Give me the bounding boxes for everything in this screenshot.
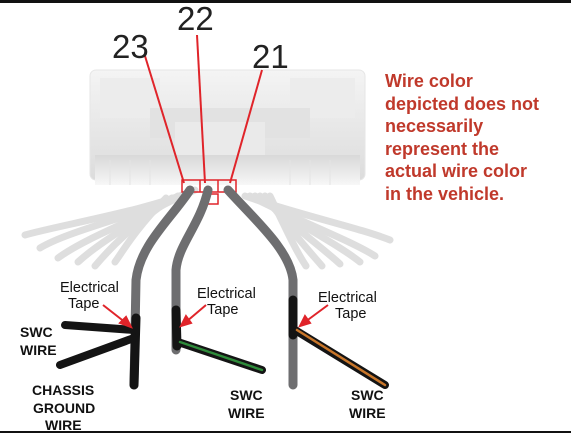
tape-label-left: Electrical Tape <box>60 280 119 312</box>
svg-text:WIRE: WIRE <box>45 417 82 433</box>
note-line: necessarily <box>385 116 484 136</box>
svg-text:WIRE: WIRE <box>228 405 265 421</box>
note-line: represent the <box>385 138 500 159</box>
svg-text:Electrical: Electrical <box>318 290 377 306</box>
pin-leaders <box>144 34 263 184</box>
chassis-ground-label: CHASSIS GROUND WIRE <box>32 382 95 433</box>
tape-pointers <box>102 304 329 329</box>
pin-number-22: 22 <box>177 0 214 37</box>
wire-pin-21 <box>223 185 389 390</box>
note-line: in the vehicle. <box>385 183 505 204</box>
svg-text:Electrical: Electrical <box>197 286 256 302</box>
bottom-border <box>0 431 571 433</box>
connector-housing <box>89 69 366 185</box>
svg-text:Tape: Tape <box>335 306 366 322</box>
wire-pin-22 <box>171 185 266 374</box>
swc-wire-label-middle: SWC WIRE <box>228 387 265 421</box>
tape-label-middle: Electrical Tape <box>197 286 256 318</box>
svg-text:SWC: SWC <box>230 387 263 403</box>
svg-text:SWC: SWC <box>20 324 53 340</box>
note-line: depicted does not <box>385 93 540 114</box>
svg-text:WIRE: WIRE <box>349 405 386 421</box>
svg-text:Tape: Tape <box>68 296 99 312</box>
svg-text:GROUND: GROUND <box>33 400 95 416</box>
svg-text:CHASSIS: CHASSIS <box>32 382 94 398</box>
top-border <box>0 0 571 3</box>
pin-number-21: 21 <box>252 38 289 75</box>
swc-wire-label-right: SWC WIRE <box>349 387 386 421</box>
pin-number-23: 23 <box>112 28 149 65</box>
wire-pin-23 <box>56 185 195 390</box>
svg-text:SWC: SWC <box>351 387 384 403</box>
background-wires <box>21 186 394 270</box>
note-line: actual wire color <box>385 161 528 181</box>
svg-text:Electrical: Electrical <box>60 280 119 296</box>
wire-color-disclaimer: Wire color depicted does not necessarily… <box>385 70 571 205</box>
swc-wire-label-left: SWC WIRE <box>20 324 57 358</box>
tape-label-right: Electrical Tape <box>318 290 377 322</box>
note-line: Wire color <box>385 71 473 91</box>
svg-text:WIRE: WIRE <box>20 342 57 358</box>
svg-text:Tape: Tape <box>207 302 238 318</box>
